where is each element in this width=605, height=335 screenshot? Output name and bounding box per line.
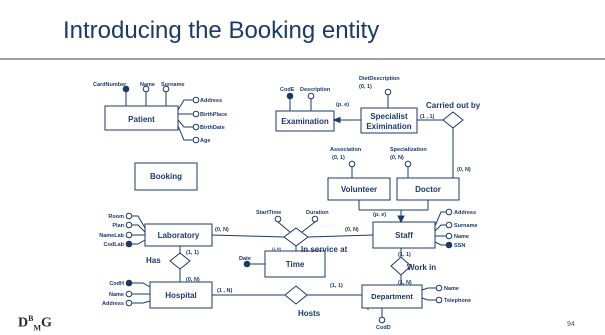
attr-department-name: Name bbox=[444, 286, 459, 292]
relationship-has-label: Has bbox=[146, 256, 161, 265]
attr-hospital-address: Address bbox=[102, 301, 124, 307]
entity-booking-label: Booking bbox=[150, 172, 182, 181]
attr-patient-age: Age bbox=[200, 138, 210, 144]
attr-patient-birthdate: BirthDate bbox=[200, 125, 225, 131]
attr-staff-surname: Surname bbox=[454, 223, 478, 229]
attr-patient-surname: Surname bbox=[161, 82, 185, 88]
attr-service-duration: Duration bbox=[306, 210, 329, 216]
attr-examination-code: CodE bbox=[280, 87, 295, 93]
entity-examination-label: Examination bbox=[281, 117, 329, 126]
page-number: 94 bbox=[567, 321, 575, 328]
entity-patient-box[interactable] bbox=[104, 105, 179, 131]
card-staff-service: (0, N) bbox=[345, 227, 359, 233]
entity-hospital-label: Hospital bbox=[165, 291, 197, 300]
relationship-carried-out-by-label: Carried out by bbox=[426, 101, 481, 110]
attr-patient-name: Name bbox=[140, 82, 155, 88]
relationship-in-service-at-label: In service at bbox=[301, 245, 348, 254]
attr-hospital-codh: CodH bbox=[109, 281, 124, 287]
title-bar: Introducing the Booking entity bbox=[0, 0, 605, 60]
entity-staff-label: Staff bbox=[395, 231, 413, 240]
attr-volunteer-card: (0, 1) bbox=[332, 155, 345, 161]
attr-staff-address: Address bbox=[454, 210, 476, 216]
card-doctor-carried: (0, N) bbox=[457, 167, 471, 173]
card-dept-hosts: (1, 1) bbox=[330, 283, 343, 289]
attr-staff-name: Name bbox=[454, 234, 469, 240]
attr-service-starttime: StartTime bbox=[256, 210, 281, 216]
card-hospital-has: (0, N) bbox=[186, 277, 200, 283]
attr-hospital-name: Name bbox=[109, 292, 124, 298]
entity-department-label: Department bbox=[371, 292, 413, 301]
entity-department-box[interactable] bbox=[361, 284, 423, 309]
card-staff-work: (1, 1) bbox=[398, 252, 411, 258]
attr-department-codd: CodD bbox=[376, 325, 391, 331]
entity-doctor-label: Doctor bbox=[415, 185, 441, 194]
attr-doctor-card: (0, N) bbox=[390, 155, 404, 161]
entity-patient-label: Patient bbox=[128, 115, 155, 124]
attr-specialist-dietdescription: DietDescription bbox=[359, 76, 400, 82]
entity-booking-box[interactable] bbox=[134, 162, 198, 191]
attr-laboratory-codlab: CodLab bbox=[104, 242, 125, 248]
slide-title: Introducing the Booking entity bbox=[63, 17, 380, 44]
entity-laboratory-label: Laboratory bbox=[158, 231, 200, 240]
attr-laboratory-plan: Plan bbox=[112, 223, 124, 229]
attr-patient-cardnumber: CardNumber bbox=[93, 82, 127, 88]
attr-specialist-card: (0, 1) bbox=[359, 84, 372, 90]
dbmg-logo: DBMG bbox=[18, 314, 52, 333]
card-dept-work: (1, N) bbox=[398, 280, 412, 286]
entity-specialist-label-1: Specialist bbox=[370, 112, 408, 121]
attr-laboratory-room: Room bbox=[108, 214, 124, 220]
entity-specialist-label-2: Eximination bbox=[366, 122, 411, 131]
card-gen-staff: (p, e) bbox=[373, 212, 386, 218]
entity-staff-box[interactable] bbox=[372, 221, 436, 249]
attr-department-telephone: Telephone bbox=[444, 298, 471, 304]
card-lab-service: (0, N) bbox=[215, 227, 229, 233]
entity-volunteer-label: Volunteer bbox=[341, 185, 377, 194]
relationship-hosts-diamond[interactable] bbox=[284, 285, 308, 305]
attr-patient-address: Address bbox=[200, 98, 222, 104]
card-lab-has: (1, 1) bbox=[186, 250, 199, 256]
entity-examination-box[interactable] bbox=[275, 110, 335, 132]
attr-volunteer-association: Association bbox=[330, 147, 362, 153]
relationship-work-in-label: Work in bbox=[407, 263, 436, 272]
card-time-service: (1, N) bbox=[272, 247, 281, 251]
relationship-carried-out-by-diamond[interactable] bbox=[442, 111, 464, 129]
relationship-hosts-label: Hosts bbox=[298, 309, 321, 318]
attr-laboratory-namelab: NameLab bbox=[99, 233, 124, 239]
attr-examination-description: Description bbox=[300, 87, 331, 93]
entity-time-label: Time bbox=[286, 260, 305, 269]
attr-time-date: Date bbox=[239, 256, 251, 262]
attr-staff-ssn: SSN bbox=[454, 243, 465, 249]
card-gen-examination: (p, e) bbox=[336, 102, 349, 108]
attr-doctor-specialization: Specialization bbox=[390, 147, 427, 153]
card-hospital-hosts: (1 , N) bbox=[217, 288, 232, 294]
card-specialist-carried: (1 , 1) bbox=[420, 114, 435, 120]
attr-patient-birthplace: BirthPlace bbox=[200, 112, 227, 118]
